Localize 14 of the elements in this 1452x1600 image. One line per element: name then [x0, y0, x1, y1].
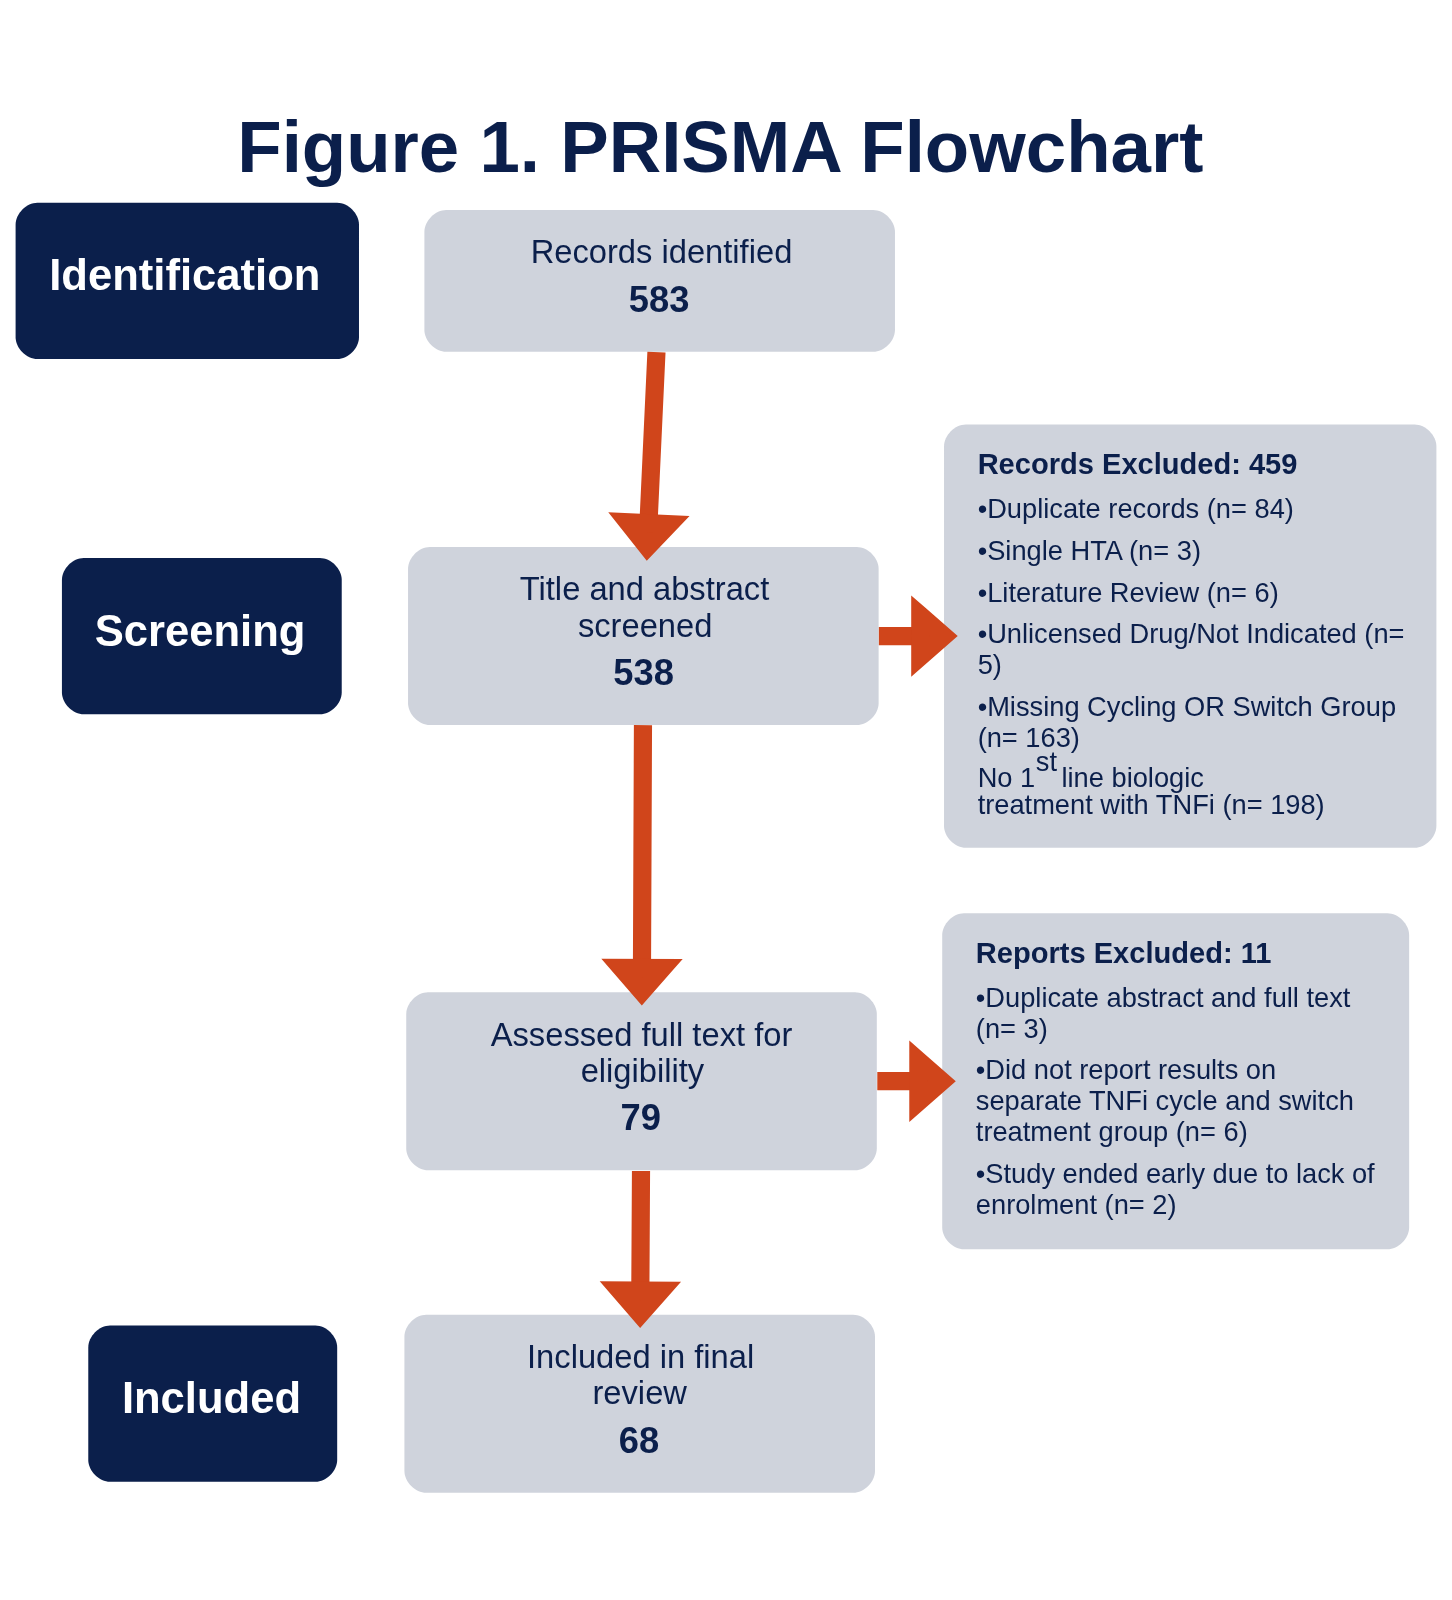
node-box: Screening [61, 557, 342, 714]
arrow [877, 1040, 956, 1122]
node-box: Assessed full text for eligibility 79 [406, 991, 877, 1170]
diagram-title: Figure 1. PRISMA Flowchart [237, 105, 1204, 187]
node-box: Reports Excluded: 11 •Duplicate abstract and full text (n= 3) •Did not report results on separate TNFi cycle and switch treatment group (n= 6) •Study ended early due to lack of enrolment (n= 2) [942, 912, 1410, 1249]
arrow [601, 724, 683, 1005]
node-box: Title and abstract screened 538 [408, 546, 879, 725]
arrow [878, 594, 958, 677]
node-box: Included [88, 1325, 338, 1482]
arrow [599, 1170, 682, 1328]
node-box: Included in final review 68 [404, 1314, 875, 1493]
node-box: Identification [15, 202, 359, 359]
node-box: Records identified 583 [424, 209, 895, 352]
arrow [608, 351, 690, 561]
